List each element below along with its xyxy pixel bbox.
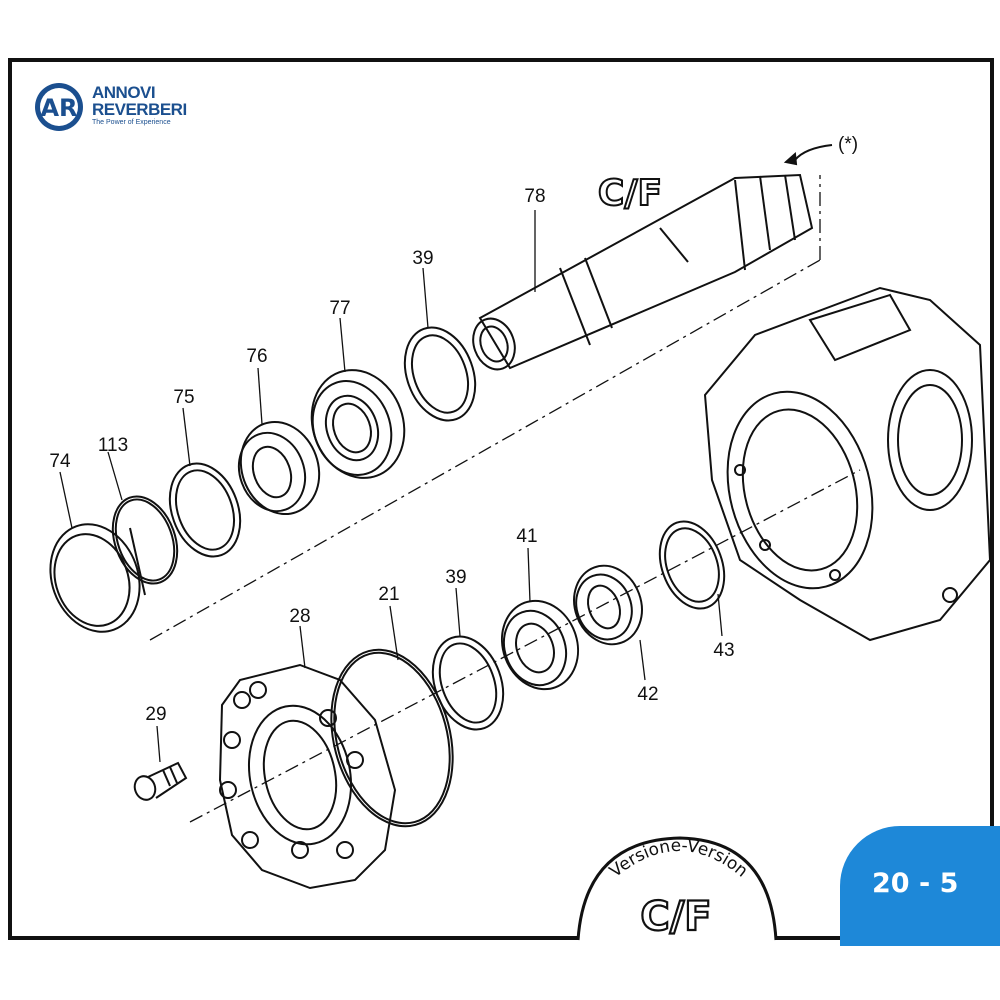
version-stamp: Versione-Version C/F [576,836,778,941]
callout-43: 43 [713,640,734,661]
brand-tagline: The Power of Experience [92,119,171,126]
callout-28: 28 [289,606,310,627]
circlip-part-75 [168,462,242,558]
brand-name: ANNOVI REVERBERI [92,84,187,118]
version-title: C/F [598,173,662,214]
callout-42: 42 [637,684,658,705]
callout-29: 29 [145,704,166,725]
callout-21: 21 [378,584,399,605]
bearing-part-41 [500,599,580,691]
callout-113: 113 [98,435,128,456]
callout-78: 78 [524,186,545,207]
cover-ring-part-74 [49,523,146,633]
flange-part-28 [218,663,397,890]
annovi-reverberi-logo: AR [35,83,83,131]
callout-39-lower: 39 [445,567,466,588]
seal-part-42 [573,564,643,646]
brand-name-line1: ANNOVI [92,83,156,102]
version-stamp-code: C/F [640,894,711,940]
center-axis-lines [149,175,861,823]
pump-housing [703,286,992,642]
page-number: 20 - 5 [872,868,959,899]
ring-part-39-upper [403,326,477,422]
callout-41: 41 [516,526,537,547]
asterisk-pointer [783,144,833,166]
bearing-part-77 [310,369,406,479]
brand-name-line2: REVERBERI [92,100,187,119]
callout-77: 77 [329,298,350,319]
callout-74: 74 [49,451,71,472]
circlip-part-43 [658,520,726,610]
callout-76: 76 [246,346,267,367]
seal-part-76 [237,420,321,516]
asterisk-label: (*) [838,134,858,155]
oring-part-21 [330,648,454,828]
callout-leaders [59,210,723,763]
logo-monogram: AR [40,94,77,122]
drawing-frame [8,58,994,940]
page-number-badge [840,826,1000,946]
screw-part-29 [133,761,188,801]
callout-75: 75 [173,387,194,408]
shaft-part-78 [472,173,814,371]
callout-39-upper: 39 [412,248,433,269]
